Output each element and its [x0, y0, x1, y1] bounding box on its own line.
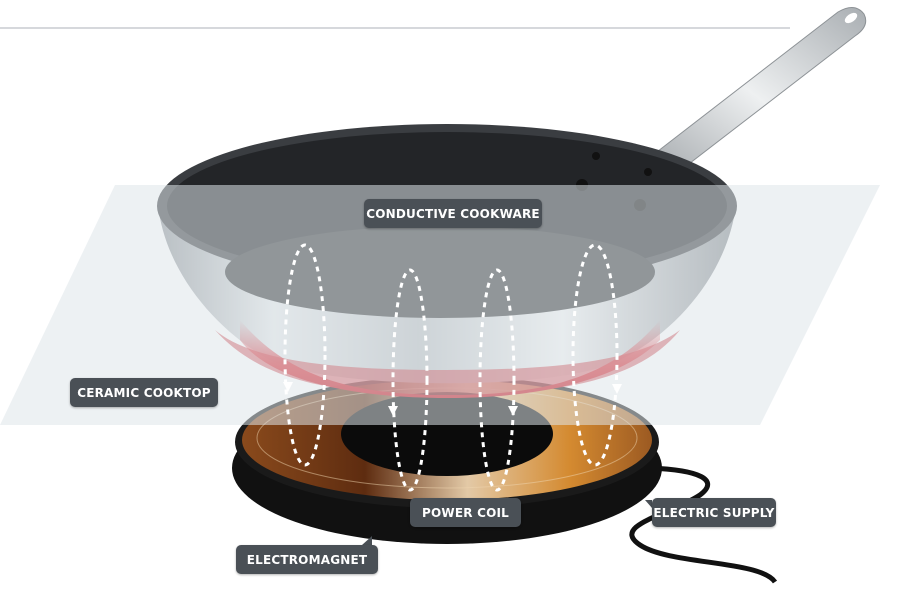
arrow-icon — [283, 382, 293, 392]
arrow-icon — [612, 384, 622, 394]
label-conductive-cookware: CONDUCTIVE COOKWARE — [364, 199, 542, 228]
magnetic-field-lines — [283, 243, 619, 492]
field-arrows — [283, 382, 622, 416]
field-loop — [391, 268, 429, 492]
label-electromagnet: ELECTROMAGNET — [236, 545, 378, 574]
supply-pointer — [645, 500, 652, 508]
label-ceramic-cooktop: CERAMIC COOKTOP — [70, 378, 218, 407]
label-electric-supply: ELECTRIC SUPPLY — [652, 498, 776, 527]
pan-handle — [639, 7, 867, 181]
field-loop — [478, 268, 516, 492]
ceramic-cooktop — [0, 185, 880, 425]
arrow-icon — [508, 406, 518, 416]
electromagnet-pointer — [362, 536, 372, 545]
power-cable — [629, 465, 778, 584]
field-loop — [283, 243, 327, 467]
arrow-icon — [388, 406, 398, 416]
label-power-coil: POWER COIL — [410, 498, 521, 527]
field-loop — [571, 243, 619, 467]
